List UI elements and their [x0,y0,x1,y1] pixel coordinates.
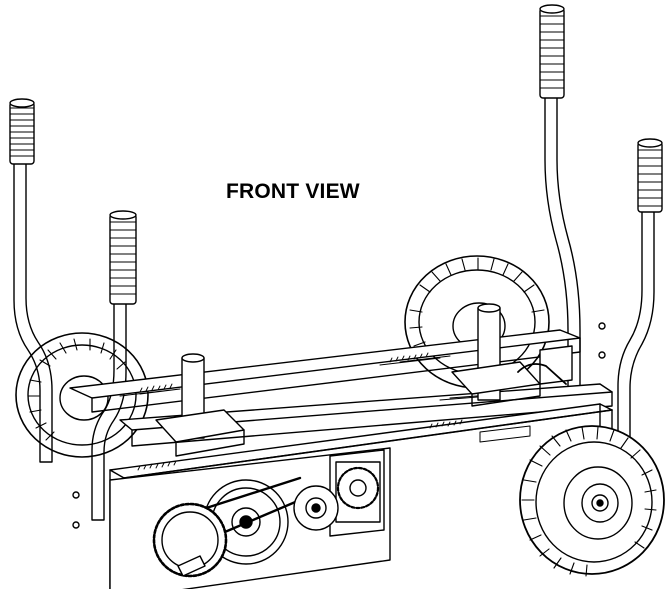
sprocket-gear [152,502,228,578]
left-weight-post [155,353,245,457]
right-weight-post [451,303,573,407]
view-title-label: FRONT VIEW [226,180,360,203]
rear-left-wheel [15,332,149,458]
rear-right-wheel [404,255,550,389]
motor-gear [336,466,380,510]
left-front-handle [91,210,137,521]
left-rear-handle [9,98,53,463]
front-right-wheel [519,425,665,577]
small-pulley [293,485,339,531]
right-front-handle [617,138,663,441]
